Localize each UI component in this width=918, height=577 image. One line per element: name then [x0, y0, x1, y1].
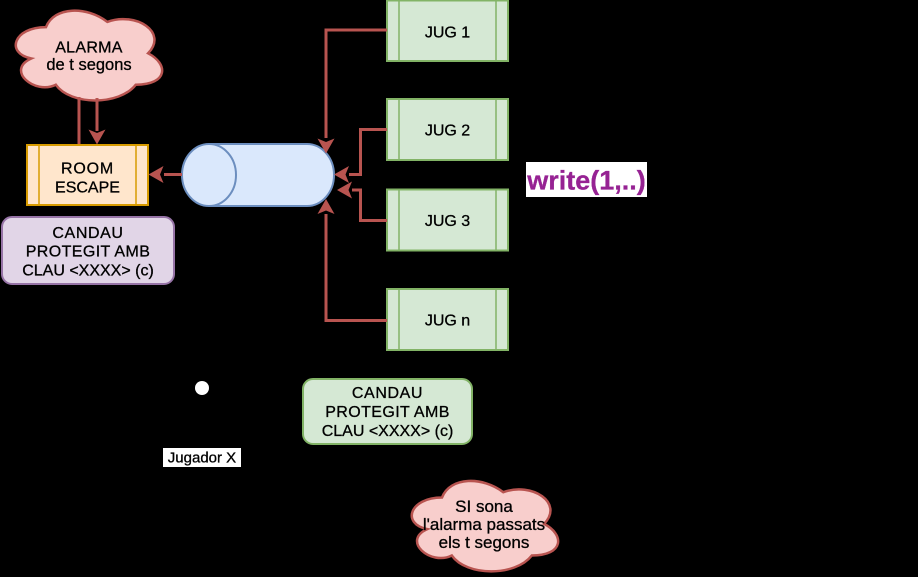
svg-text:JUG 1: JUG 1 [425, 25, 470, 42]
svg-text:l'alarma passats: l'alarma passats [423, 515, 545, 534]
svg-text:CLAU <XXXX> (c): CLAU <XXXX> (c) [22, 263, 154, 280]
svg-text:ROOM: ROOM [61, 161, 114, 178]
svg-text:write(1,..): write(1,..) [526, 166, 646, 196]
svg-text:CLAU <XXXX> (c): CLAU <XXXX> (c) [322, 423, 454, 440]
svg-text:JUG 2: JUG 2 [425, 123, 470, 140]
svg-text:PROTEGIT AMB: PROTEGIT AMB [325, 404, 450, 421]
svg-text:ESCAPE: ESCAPE [55, 180, 120, 197]
svg-text:SI sona: SI sona [455, 497, 513, 516]
svg-text:Jugador X: Jugador X [168, 450, 236, 467]
svg-text:ALARMA: ALARMA [55, 40, 123, 57]
svg-text:JUG n: JUG n [425, 313, 470, 330]
svg-text:CANDAU: CANDAU [352, 385, 423, 402]
svg-text:PROTEGIT AMB: PROTEGIT AMB [26, 244, 151, 261]
svg-text:de t segons: de t segons [46, 56, 131, 74]
svg-text:JUG 3: JUG 3 [425, 213, 470, 230]
svg-text:CANDAU: CANDAU [52, 225, 123, 242]
svg-text:els t segons: els t segons [439, 533, 530, 552]
